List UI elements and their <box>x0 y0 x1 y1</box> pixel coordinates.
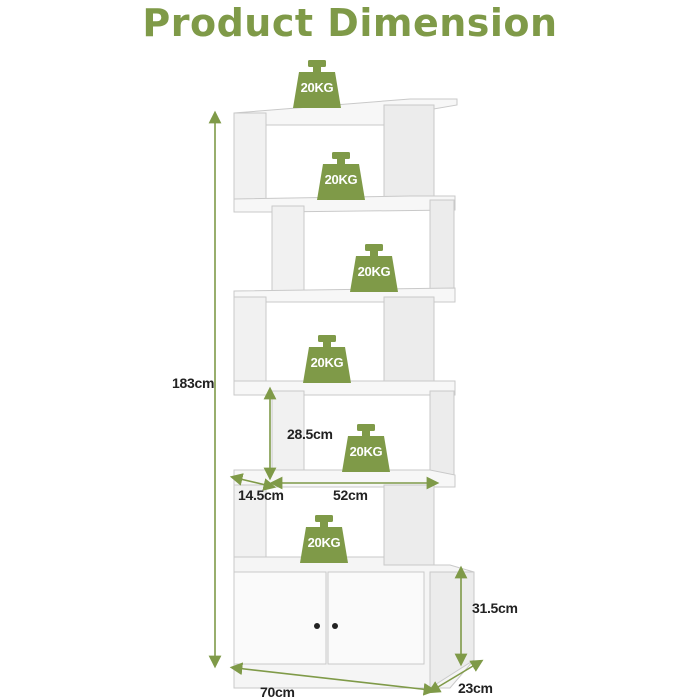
cabinet-knob-right <box>332 623 338 629</box>
load-label: 20KG <box>349 444 383 459</box>
cabinet-knobs <box>314 623 338 629</box>
total-depth-label: 23cm <box>458 680 493 696</box>
load-label: 20KG <box>357 264 391 279</box>
shelf-depth-arrow <box>229 473 277 491</box>
weight-icon: 20KG <box>340 422 392 474</box>
total-width-label: 70cm <box>260 684 295 700</box>
load-label: 20KG <box>324 172 358 187</box>
bookshelf <box>233 98 475 689</box>
shelf-height-label: 28.5cm <box>287 426 333 442</box>
weight-icon: 20KG <box>291 58 343 110</box>
weight-icon: 20KG <box>301 333 353 385</box>
load-label: 20KG <box>300 80 334 95</box>
dimension-lines <box>208 110 484 696</box>
total-height-label: 183cm <box>172 375 215 391</box>
depth-arrow <box>427 659 484 694</box>
shelf-width-label: 52cm <box>333 487 368 503</box>
weight-icon: 20KG <box>298 513 350 565</box>
weight-icon: 20KG <box>348 242 400 294</box>
page-title: Product Dimension <box>142 1 558 45</box>
load-label: 20KG <box>310 355 344 370</box>
cabinet-knob-left <box>314 623 320 629</box>
shelf-depth-label: 14.5cm <box>238 487 284 503</box>
weight-icon: 20KG <box>315 150 367 202</box>
width-arrow <box>229 662 437 696</box>
load-label: 20KG <box>307 535 341 550</box>
cabinet-height-label: 31.5cm <box>472 600 518 616</box>
